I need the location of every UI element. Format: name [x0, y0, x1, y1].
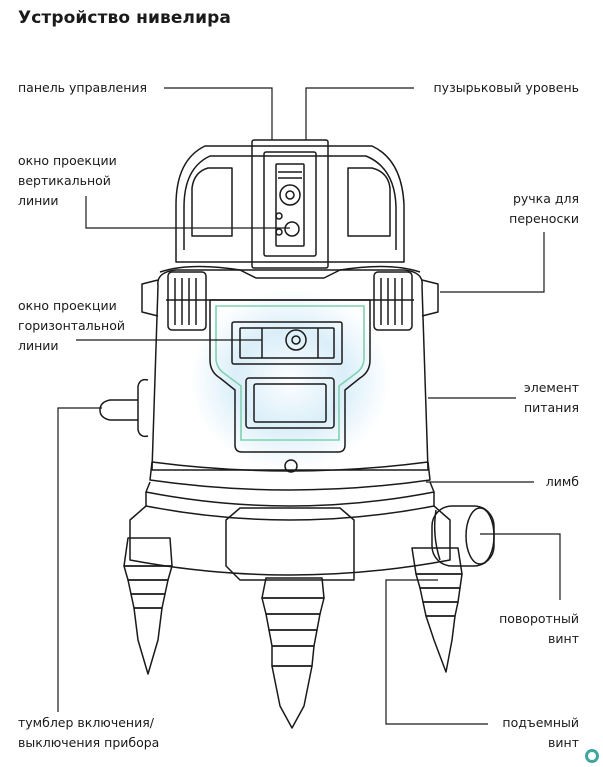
- label-rotating-screw: поворотный винт: [499, 611, 579, 646]
- head-right-window: [347, 167, 391, 237]
- front-panel-frame: [209, 299, 371, 453]
- leader-rotating-screw: [480, 533, 561, 600]
- device-outline: [141, 139, 439, 471]
- foot-center: [261, 577, 325, 729]
- handle-knob-left: [141, 279, 159, 317]
- head-left-window: [191, 167, 233, 237]
- switch-body: [137, 378, 149, 438]
- label-vertical-window: окно проекции вертикальной линии: [18, 153, 117, 208]
- leader-handle: [440, 232, 545, 293]
- label-switch: тумблер включения/ выключения прибора: [18, 715, 160, 750]
- body-indicator: [284, 459, 298, 473]
- leader-lifting-screw: [385, 579, 488, 725]
- leader-lines: [57, 87, 561, 725]
- label-power: элемент питания: [523, 380, 579, 415]
- horizontal-window-lens: [285, 329, 307, 351]
- horizontal-window-accent: [215, 305, 365, 441]
- head-housing: [175, 145, 405, 263]
- leader-bubble-level: [305, 87, 414, 140]
- body-housing: [151, 269, 429, 471]
- leader-vertical-window: [85, 196, 290, 229]
- horizontal-projection-window: [231, 321, 343, 365]
- right-ribs: [373, 271, 413, 331]
- vertical-window-lens: [279, 184, 301, 206]
- label-lifting-screw: подъемный винт: [502, 715, 579, 750]
- base-plate: [129, 505, 451, 576]
- leader-control-panel: [164, 87, 273, 140]
- switch-lever: [99, 399, 138, 421]
- logo-icon: [585, 749, 599, 763]
- label-handle: ручка для переноски: [509, 191, 579, 226]
- label-horizontal-window: окно проекции горизонтальной линии: [18, 298, 125, 353]
- left-ribs: [167, 271, 207, 331]
- leader-switch: [57, 407, 102, 712]
- glow-effect: [190, 290, 390, 470]
- vertical-projection-column: [251, 139, 329, 269]
- handle-knob-right: [421, 279, 439, 317]
- diagram-title: Устройство нивелира: [18, 8, 231, 28]
- battery-door: [245, 377, 335, 429]
- lower-band: [149, 461, 431, 491]
- label-control-panel: панель управления: [18, 80, 148, 95]
- rotating-screw-knob: [431, 505, 495, 567]
- label-limb: лимб: [545, 474, 579, 489]
- label-bubble-level: пузырьковый уровень: [433, 80, 580, 95]
- foot-left: [123, 537, 173, 675]
- foot-right: [411, 547, 463, 673]
- limb-ring: [145, 481, 435, 507]
